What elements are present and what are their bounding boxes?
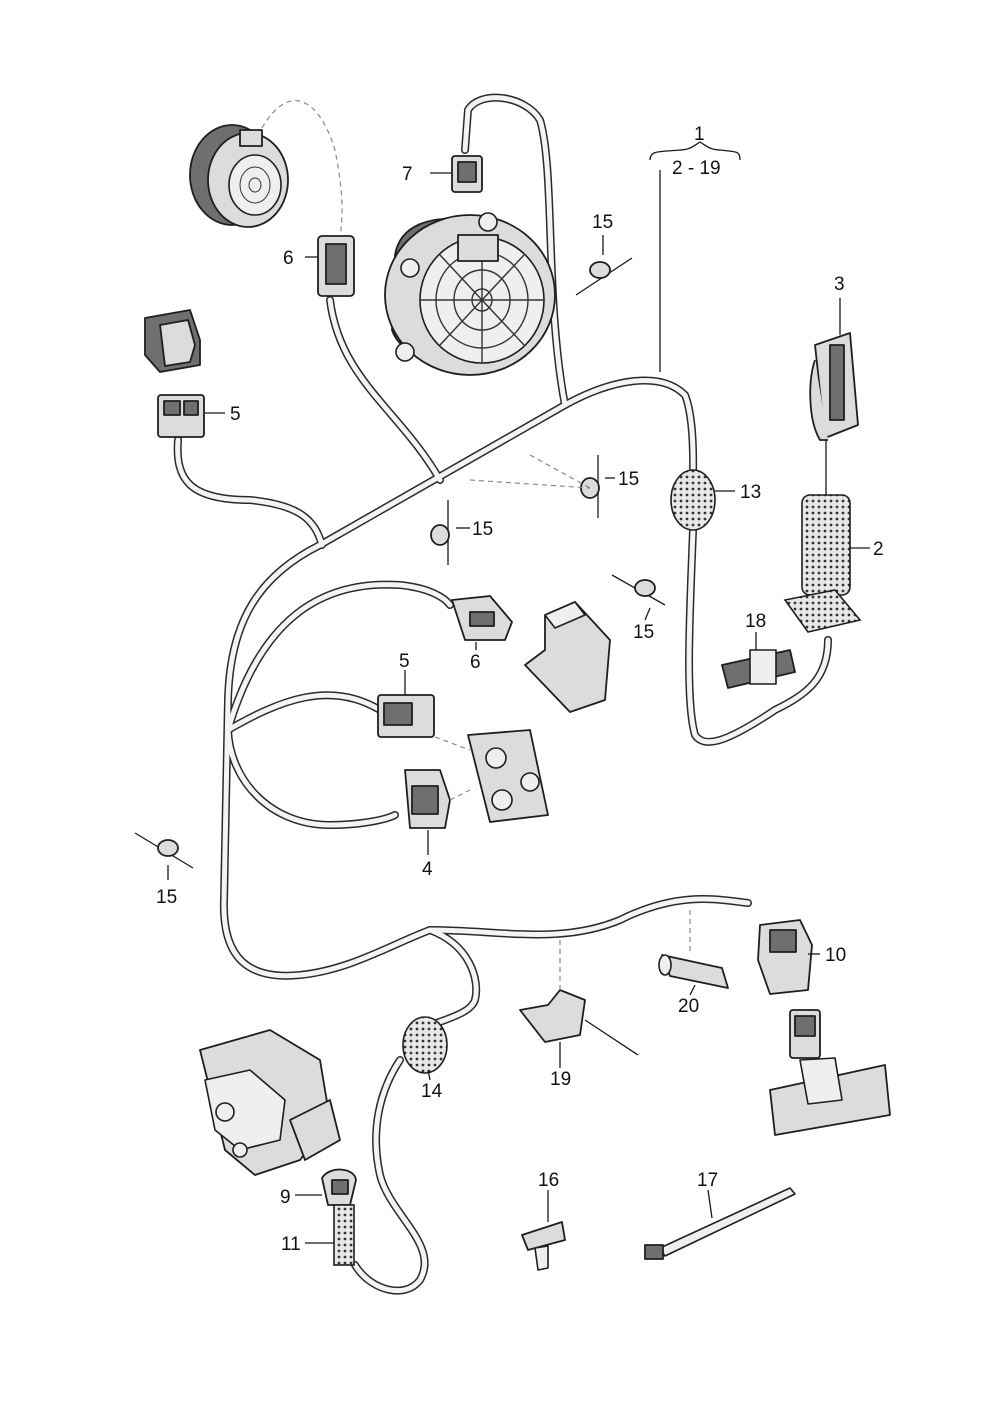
- callout-2: 2: [873, 539, 884, 560]
- connector-9: [321, 1168, 357, 1266]
- connector-7: [451, 155, 483, 193]
- callout-15-mid-left: 15: [472, 519, 493, 540]
- connector-6-top: [317, 235, 355, 297]
- callout-19: 19: [550, 1069, 571, 1090]
- cable-tie-17: [644, 1187, 796, 1260]
- mounting-plate: [467, 729, 549, 823]
- connector-10: [757, 919, 813, 995]
- callout-16: 16: [538, 1170, 559, 1191]
- cable-clip-15c: [430, 500, 450, 565]
- callout-6-top: 6: [283, 248, 294, 269]
- leader-lines: [167, 141, 870, 1244]
- callout-18: 18: [745, 611, 766, 632]
- callout-15-mid-right: 15: [618, 469, 639, 490]
- callout-9: 9: [280, 1187, 291, 1208]
- callout-20: 20: [678, 996, 699, 1017]
- clip-16: [521, 1221, 566, 1271]
- callout-5-mid: 5: [399, 651, 410, 672]
- mirror-module: [769, 1009, 891, 1136]
- callout-1: 1: [694, 124, 705, 145]
- connector-6-mid: [451, 595, 513, 641]
- woofer-speaker: [384, 212, 556, 376]
- grommet-14: [402, 1016, 448, 1074]
- callout-labels: 1 2 - 19 3 2 13 15 15 15 15 15 6 7 5 5 6…: [156, 124, 884, 1255]
- connector-5-mid: [377, 694, 435, 738]
- cable-clip-15e: [134, 832, 194, 869]
- grommet-13: [670, 469, 716, 531]
- callout-17: 17: [697, 1170, 718, 1191]
- cable-clip-15d: [611, 574, 666, 606]
- callout-15-lower-right: 15: [633, 622, 654, 643]
- door-lock-actuator: [199, 1029, 341, 1176]
- callout-3: 3: [834, 274, 845, 295]
- clip-18: [721, 649, 796, 689]
- connector-5-top: [157, 394, 205, 438]
- cable-clip-15b: [580, 455, 600, 518]
- harness-wires: [173, 93, 832, 1295]
- callout-15-top: 15: [592, 212, 613, 233]
- cable-clip-15a: [575, 257, 633, 296]
- callout-1-range: 2 - 19: [672, 158, 721, 179]
- bracket-block: [524, 601, 611, 713]
- window-switch: [144, 309, 201, 373]
- callout-4: 4: [422, 859, 433, 880]
- callout-11: 11: [281, 1234, 301, 1255]
- wire-clip-20: [658, 954, 729, 989]
- callout-13: 13: [740, 482, 761, 503]
- connector-4: [404, 769, 451, 829]
- callout-10: 10: [825, 945, 846, 966]
- callout-5-top: 5: [230, 404, 241, 425]
- plug-3-and-boot-2: [783, 332, 862, 633]
- wire-clip-19: [519, 989, 639, 1056]
- callout-6-mid: 6: [470, 652, 481, 673]
- callout-7: 7: [402, 164, 413, 185]
- tweeter-speaker: [189, 124, 289, 228]
- callout-15-left: 15: [156, 887, 177, 908]
- callout-14: 14: [421, 1081, 443, 1102]
